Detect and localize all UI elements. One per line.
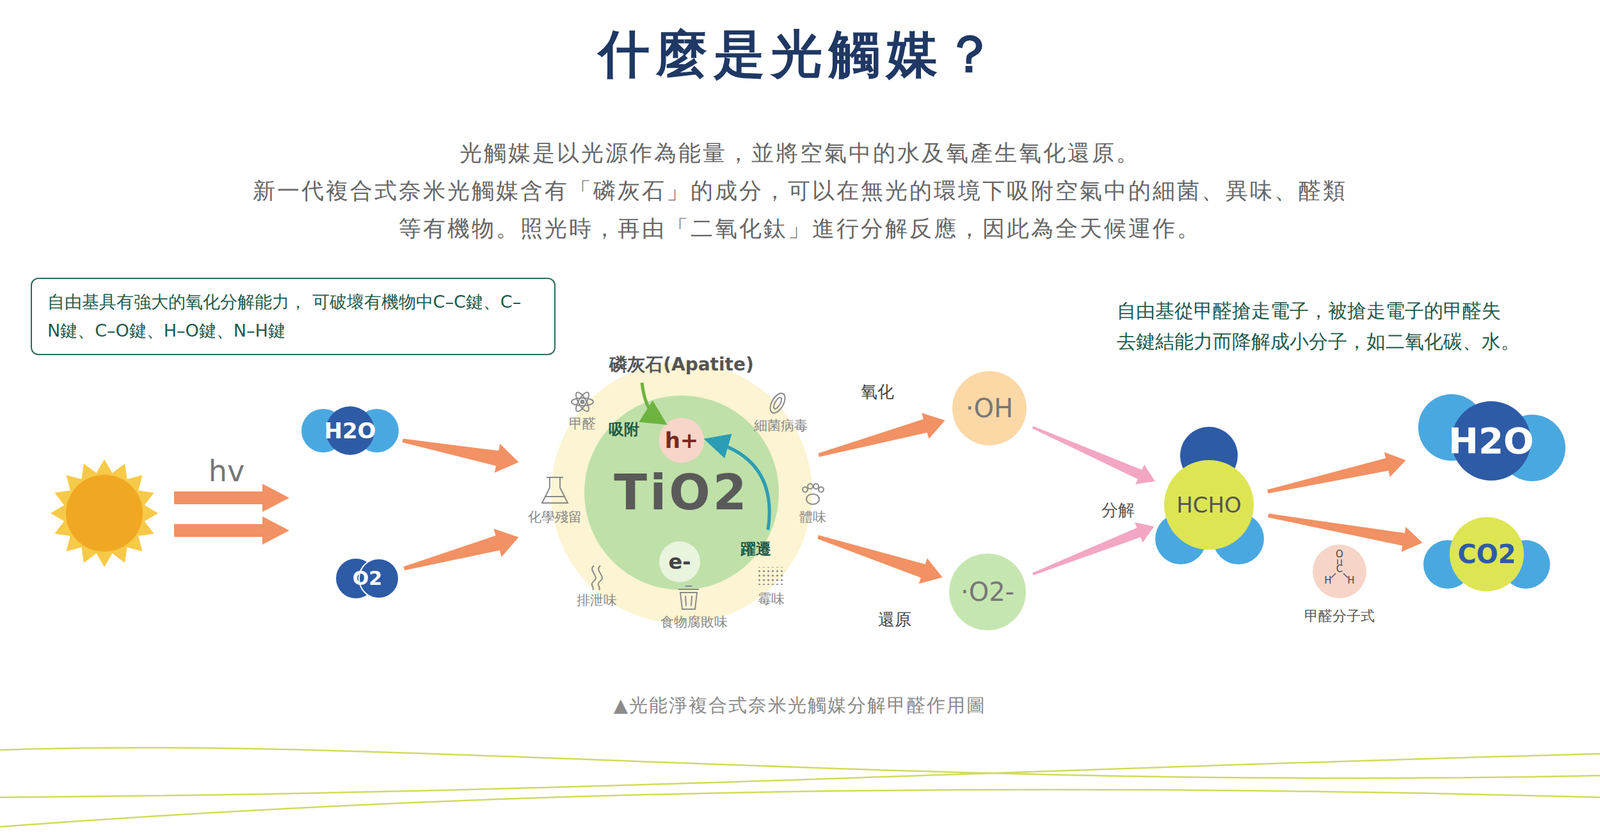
label: 體味: [799, 508, 827, 527]
atom-icon: [571, 390, 594, 413]
note-text: 自由基從甲醛搶走電子，被搶走電子的甲醛失 去鍵結能力而降解成小分子，如二氧化碳、…: [1116, 295, 1578, 358]
label: 分解: [1101, 499, 1135, 522]
flow-arrow: [817, 535, 943, 584]
flow-arrow: [1267, 451, 1407, 494]
node-label: C: [1336, 563, 1343, 575]
molecule-circle: e-: [659, 541, 701, 583]
light-arrows: [174, 483, 290, 545]
node-fill: [1449, 517, 1524, 592]
flow-arrow: [403, 528, 520, 571]
node-label: H: [1324, 574, 1332, 587]
node-fill: [949, 553, 1026, 631]
flow-arrow: [1032, 522, 1154, 576]
node-fill: [659, 417, 705, 464]
trash-icon: [678, 586, 699, 610]
node-text: h+: [664, 429, 699, 452]
label: 化學殘留: [528, 508, 582, 527]
flask-icon: [542, 477, 568, 504]
odour-icon: [592, 565, 603, 591]
callout-text: 自由基具有強大的氧化分解能力， 可破壞有機物中C–C鍵、C–N鍵、C–O鍵、H–…: [47, 288, 539, 345]
flow-arrow: [402, 438, 520, 473]
molecule-circle: HCHO: [1164, 460, 1254, 550]
caption: ▲光能淨複合式奈米光觸媒分解甲醛作用圖: [613, 693, 987, 719]
molecule-circle: ·O2-: [949, 553, 1026, 631]
label: 吸附: [608, 419, 640, 440]
molecule-circle: O2: [335, 558, 400, 599]
wave-lines: [0, 747, 1600, 827]
label: 食物腐敗味: [660, 613, 728, 632]
node-text: ·O2-: [960, 579, 1015, 605]
node-text: HCHO: [1176, 494, 1242, 516]
molecule-circle: 磷灰石(Apatite)TiO2h+e-: [551, 362, 813, 624]
bacteria-icon: [767, 391, 789, 416]
intro-text: 等有機物。照光時，再由「二氧化鈦」進行分解反應，因此為全天候運作。: [398, 213, 1202, 244]
sun-symbol: [50, 459, 159, 568]
node-text: TiO2: [613, 468, 749, 518]
label: 甲醛: [568, 414, 596, 433]
label: 霉味: [757, 590, 785, 608]
flow-arrow: [1267, 513, 1423, 553]
node-text: H2O: [1448, 423, 1534, 459]
node-fill: [551, 362, 813, 624]
node-fill: [584, 395, 779, 591]
title: 什麼是光觸媒？: [598, 20, 1002, 90]
node-text: CO2: [1457, 541, 1516, 568]
flow-arrow: [817, 412, 945, 457]
sun-rays: [50, 459, 159, 568]
label: hv: [208, 453, 245, 489]
node-fill: [1164, 460, 1254, 550]
callout-box: 自由基具有強大的氧化分解能力， 可破壞有機物中C–C鍵、C–N鍵、C–O鍵、H–…: [30, 277, 556, 356]
formula-bonds: [1331, 559, 1348, 578]
mold-icon: [758, 567, 786, 585]
molecule-circle: CO2: [1449, 517, 1524, 592]
node-fill: [952, 371, 1027, 446]
adsorb-arrow: [641, 382, 660, 420]
molecule-circle: H2O: [302, 406, 399, 456]
flow-arrow: [1032, 426, 1156, 485]
molecule-atoms: [301, 394, 1566, 599]
molecule-circle: ·OH: [952, 371, 1027, 446]
node-label: O: [1335, 548, 1344, 560]
paw-icon: [802, 483, 824, 505]
label: 細菌病毒: [753, 416, 808, 435]
node-text: e-: [668, 551, 692, 573]
label: 躍遷: [740, 538, 772, 560]
node-text: H2O: [323, 419, 376, 442]
node-fill: [659, 541, 701, 583]
molecule-circle: TiO2 h+ e-: [584, 395, 779, 591]
intro-text: 新一代複合式奈米光觸媒含有「磷灰石」的成分，可以在無光的環境下吸附空氣中的細菌、…: [252, 176, 1348, 207]
label: 排泄味: [576, 591, 617, 610]
molecule-circle: OCHH甲醛分子式: [1312, 544, 1367, 599]
intro-text: 光觸媒是以光源作為能量，並將空氣中的水及氧產生氧化還原。: [459, 138, 1141, 169]
node-label: 磷灰石(Apatite): [609, 352, 754, 377]
node-fill: [1312, 544, 1367, 599]
node-text: ·OH: [965, 395, 1014, 422]
molecule-circle: H2O: [1427, 405, 1556, 477]
node-label: H: [1347, 574, 1355, 587]
node-label: 甲醛分子式: [1304, 606, 1375, 626]
edge-label: 氧化: [858, 380, 897, 404]
node-text: O2: [352, 568, 383, 589]
molecule-circle: h+: [659, 417, 705, 464]
edge-label: 還原: [875, 608, 914, 632]
sun-disc: [65, 474, 143, 552]
